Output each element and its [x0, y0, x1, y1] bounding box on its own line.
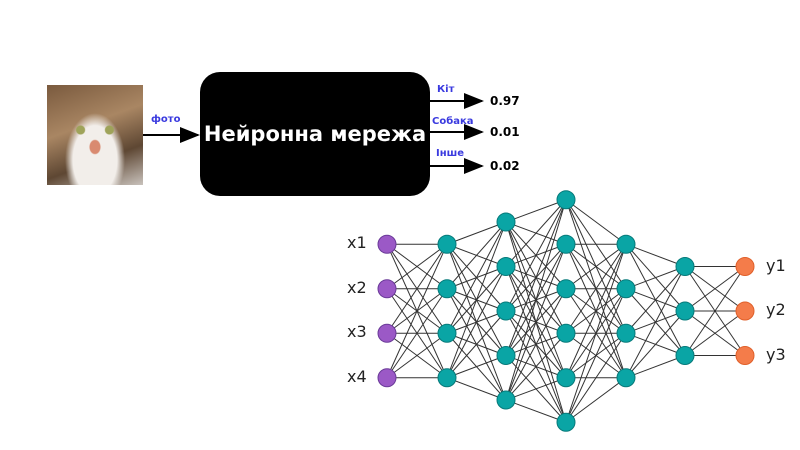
- edge: [386, 288, 448, 379]
- output-label-other: Інше: [436, 148, 465, 159]
- output-node-label: y3: [766, 344, 786, 364]
- edge: [684, 310, 746, 356]
- output-label-cat: Кіт: [437, 84, 455, 95]
- hidden-node: [556, 190, 576, 210]
- edge: [505, 288, 567, 401]
- edge: [565, 377, 627, 423]
- input-node-label: x2: [347, 277, 367, 297]
- neural-network-box: Нейронна мережа: [200, 72, 430, 196]
- edge: [446, 221, 507, 378]
- edge: [565, 288, 627, 423]
- output-node: [735, 257, 755, 276]
- input-node: [377, 279, 397, 299]
- edge: [625, 310, 686, 379]
- hidden-node: [437, 279, 457, 299]
- hidden-node: [496, 257, 516, 276]
- input-node: [377, 368, 397, 388]
- hidden-node: [616, 323, 636, 343]
- hidden-node: [616, 368, 636, 388]
- edge: [446, 266, 507, 378]
- edge: [446, 221, 507, 334]
- hidden-node: [496, 301, 516, 321]
- edge: [565, 244, 627, 378]
- output-node-label: y2: [766, 300, 786, 319]
- hidden-node: [556, 323, 576, 343]
- output-node: [735, 301, 755, 321]
- edge: [505, 332, 567, 401]
- edge: [625, 266, 686, 290]
- edge: [505, 377, 567, 401]
- edge: [446, 221, 507, 290]
- hidden-node: [496, 212, 516, 232]
- edge: [446, 355, 507, 379]
- output-value-other: 0.02: [490, 159, 520, 173]
- hidden-node: [556, 412, 576, 432]
- output-node-label: y1: [766, 255, 786, 275]
- output-value-cat: 0.97: [490, 94, 520, 108]
- input-node-label: x4: [347, 366, 367, 386]
- edge: [505, 199, 567, 267]
- edge: [505, 399, 567, 423]
- edge: [505, 199, 567, 356]
- edge: [505, 199, 567, 223]
- edge: [625, 355, 686, 379]
- hidden-node: [616, 279, 636, 299]
- edge: [386, 243, 448, 334]
- input-node: [377, 323, 397, 343]
- edge: [446, 221, 507, 245]
- output-value-dog: 0.01: [490, 125, 520, 139]
- edge: [684, 266, 746, 356]
- hidden-node: [616, 234, 636, 254]
- hidden-node: [556, 368, 576, 388]
- hidden-node: [556, 234, 576, 254]
- input-node-label: x1: [347, 233, 367, 253]
- hidden-node: [675, 257, 695, 276]
- hidden-node: [675, 301, 695, 321]
- edge: [625, 266, 686, 378]
- edge: [386, 244, 448, 378]
- edge: [684, 266, 746, 312]
- edge: [446, 310, 507, 379]
- edge: [565, 243, 627, 290]
- hidden-node: [437, 234, 457, 254]
- hidden-node: [496, 346, 516, 365]
- hidden-node: [437, 368, 457, 388]
- output-node: [735, 346, 755, 365]
- input-node-label: x3: [347, 322, 367, 342]
- edge: [565, 199, 627, 245]
- edge: [565, 332, 627, 423]
- edge: [446, 377, 507, 401]
- edge: [386, 332, 448, 379]
- input-label: фото: [151, 114, 181, 125]
- edge: [625, 266, 686, 334]
- edge: [565, 244, 627, 423]
- edge: [505, 199, 567, 312]
- edge: [505, 244, 567, 401]
- hidden-node: [556, 279, 576, 299]
- output-label-dog: Собака: [432, 116, 474, 127]
- input-node: [377, 234, 397, 254]
- edge: [505, 199, 567, 401]
- cat-photo: [47, 85, 143, 185]
- hidden-node: [437, 323, 457, 343]
- hidden-node: [675, 346, 695, 365]
- model-title: Нейронна мережа: [203, 122, 427, 146]
- edge: [625, 243, 686, 267]
- edge: [565, 243, 627, 334]
- hidden-node: [496, 390, 516, 410]
- edge: [386, 243, 448, 290]
